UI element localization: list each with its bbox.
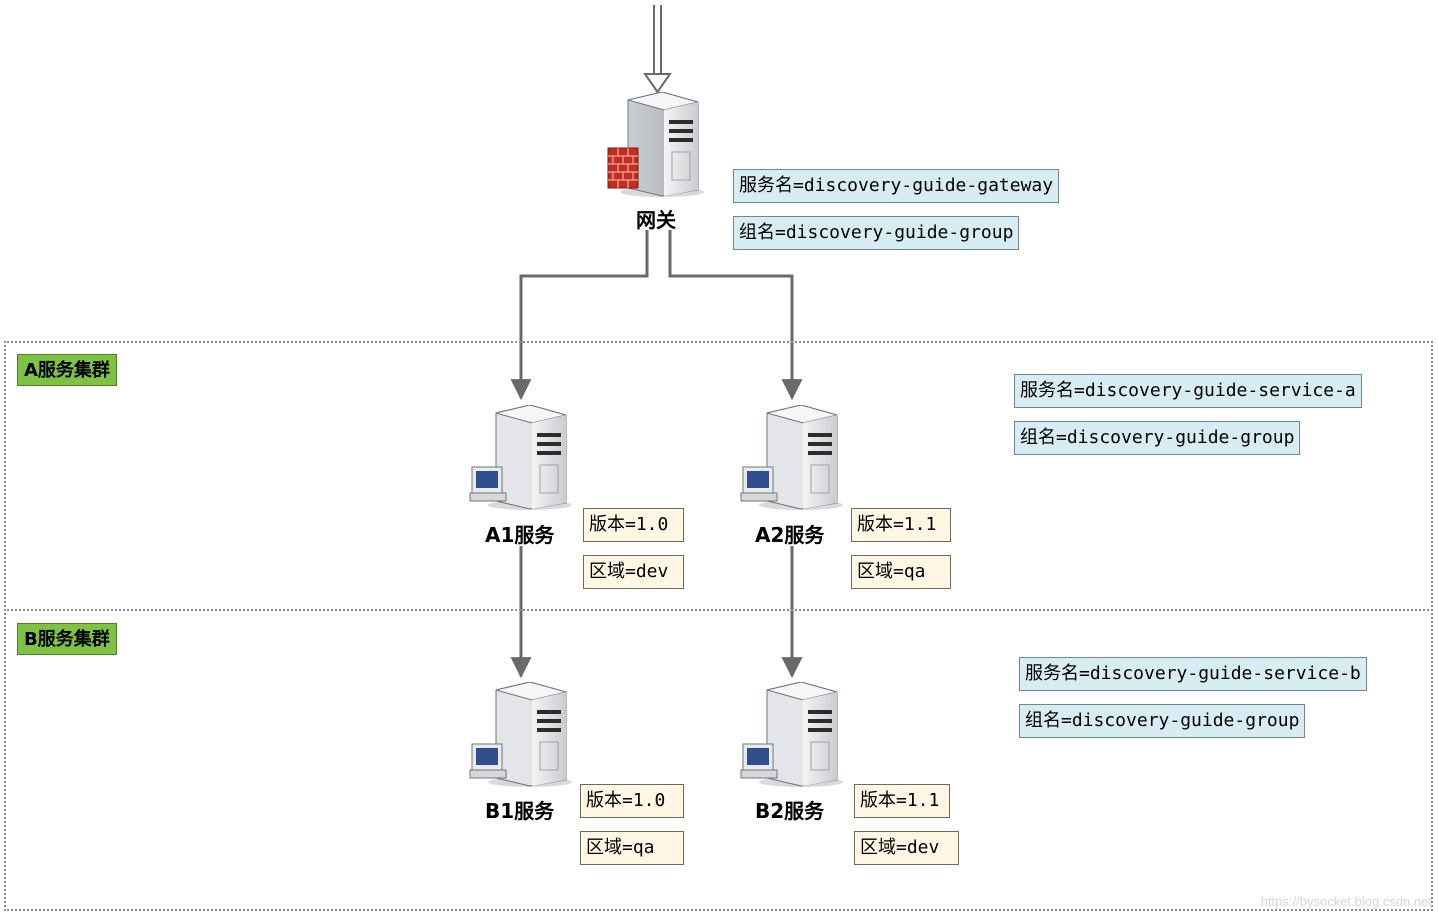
gateway-server-icon — [607, 92, 704, 197]
b1-region-tag: 区域=qa — [580, 831, 684, 865]
gateway-group-tag: 组名=discovery-guide-group — [733, 216, 1020, 250]
cluster-a-label: A服务集群 — [17, 354, 117, 386]
cluster-b-group-tag: 组名=discovery-guide-group — [1019, 704, 1306, 738]
watermark-text: https://bysocket.blog.csdn.net — [1260, 894, 1432, 909]
b1-server-icon — [469, 682, 572, 787]
b2-version-tag: 版本=1.1 — [854, 784, 950, 818]
cluster-b-boundary — [4, 609, 1433, 911]
workstation-icon — [469, 743, 507, 779]
a1-server-icon — [469, 405, 572, 510]
incoming-arrow — [643, 5, 672, 94]
b1-version-tag: 版本=1.0 — [580, 784, 684, 818]
workstation-icon — [740, 466, 778, 502]
b2-server-icon — [740, 682, 843, 787]
a2-region-tag: 区域=qa — [851, 555, 951, 589]
cluster-b-label: B服务集群 — [17, 623, 117, 655]
a2-version-tag: 版本=1.1 — [851, 508, 951, 542]
a1-label: A1服务 — [485, 523, 555, 547]
a1-region-tag: 区域=dev — [583, 555, 684, 589]
workstation-icon — [469, 466, 507, 502]
workstation-icon — [740, 743, 778, 779]
gateway-service-name-tag: 服务名=discovery-guide-gateway — [733, 169, 1060, 203]
gateway-label: 网关 — [636, 208, 676, 232]
a1-version-tag: 版本=1.0 — [583, 508, 684, 542]
b2-label: B2服务 — [755, 799, 825, 823]
b2-region-tag: 区域=dev — [854, 831, 959, 865]
cluster-a-boundary — [4, 341, 1433, 611]
cluster-b-service-name-tag: 服务名=discovery-guide-service-b — [1019, 657, 1367, 691]
firewall-icon — [607, 147, 639, 189]
b1-label: B1服务 — [485, 799, 555, 823]
a2-server-icon — [740, 405, 843, 510]
cluster-a-service-name-tag: 服务名=discovery-guide-service-a — [1014, 374, 1362, 408]
cluster-a-group-tag: 组名=discovery-guide-group — [1014, 421, 1301, 455]
a2-label: A2服务 — [755, 523, 825, 547]
connector-gateway-a2 — [668, 230, 803, 401]
connector-gateway-a1 — [510, 230, 649, 401]
